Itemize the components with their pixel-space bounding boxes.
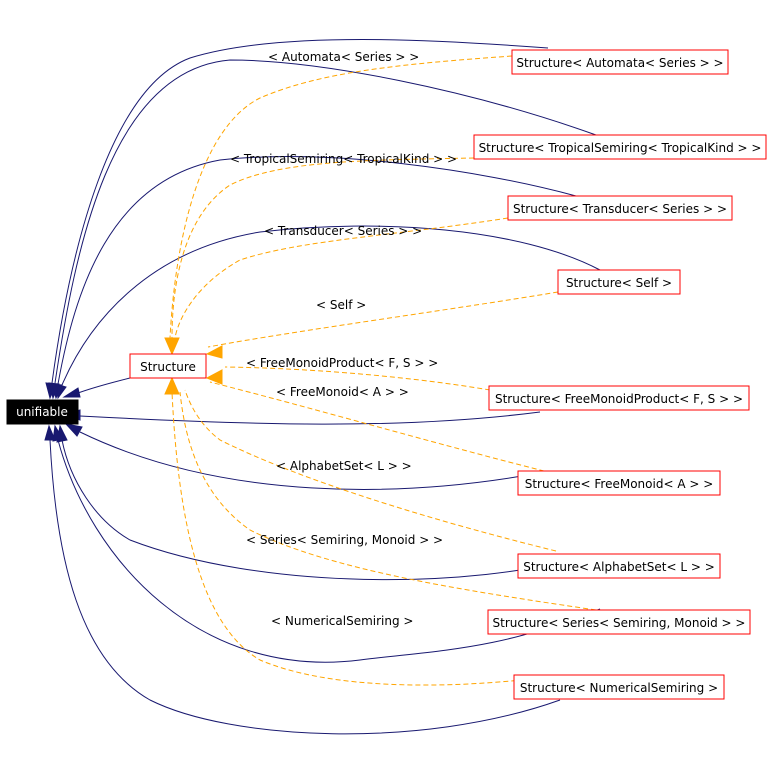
class-nodes: unifiable Structure Structure< Automata<… xyxy=(6,49,767,700)
edge-label-alphabetset: < AlphabetSet< L > > xyxy=(276,459,412,473)
node-label-alphabetset: Structure< AlphabetSet< L > > xyxy=(523,560,715,574)
arrowhead-numerical xyxy=(44,424,56,441)
node-label-transducer: Structure< Transducer< Series > > xyxy=(513,202,727,216)
node-label-structure: Structure xyxy=(140,360,196,374)
arrowhead-series xyxy=(52,424,64,442)
edge-numerical-to-unifiable xyxy=(49,439,561,735)
tedge-transducer xyxy=(174,217,509,339)
node-series[interactable]: Structure< Series< Semiring, Monoid > > xyxy=(487,609,751,635)
arrowhead-template-top xyxy=(164,337,180,356)
edge-self-to-unifiable xyxy=(61,225,601,386)
node-self[interactable]: Structure< Self > xyxy=(557,269,681,295)
node-tropical[interactable]: Structure< TropicalSemiring< TropicalKin… xyxy=(473,134,767,160)
edge-structure-to-unifiable xyxy=(77,377,131,394)
edge-labels: < Automata< Series > > < TropicalSemirin… xyxy=(230,50,457,628)
tedge-self xyxy=(207,291,559,348)
edge-label-freemonoid: < FreeMonoid< A > > xyxy=(276,385,409,399)
node-numerical[interactable]: Structure< NumericalSemiring > xyxy=(513,674,725,700)
edge-label-transducer: < Transducer< Series > > xyxy=(264,224,422,238)
node-freemonoidproduct[interactable]: Structure< FreeMonoidProduct< F, S > > xyxy=(488,385,750,411)
tedge-freemonoidproduct xyxy=(224,366,491,391)
edge-label-self: < Self > xyxy=(316,298,366,312)
tedge-series xyxy=(179,391,597,611)
node-structure[interactable]: Structure xyxy=(129,353,207,379)
node-unifiable[interactable]: unifiable xyxy=(6,399,79,425)
arrowhead-self xyxy=(55,383,67,400)
edge-label-series: < Series< Semiring, Monoid > > xyxy=(246,533,443,547)
edge-series-to-unifiable xyxy=(57,439,601,663)
node-label-unifiable: unifiable xyxy=(16,405,68,419)
edge-freemonoid-to-unifiable xyxy=(79,431,551,490)
arrowhead-template-bottom xyxy=(164,376,180,395)
tedge-alphabetset xyxy=(184,389,557,552)
edge-tropical-to-unifiable xyxy=(54,59,597,384)
arrowhead-template-right-upper xyxy=(205,345,223,359)
edge-label-freemonoidproduct: < FreeMonoidProduct< F, S > > xyxy=(246,356,438,370)
edge-label-automata: < Automata< Series > > xyxy=(268,50,419,64)
edge-label-tropical: < TropicalSemiring< TropicalKind > > xyxy=(230,152,457,166)
inheritance-edges xyxy=(44,39,601,735)
tedge-freemonoid xyxy=(209,381,553,474)
node-transducer[interactable]: Structure< Transducer< Series > > xyxy=(507,195,733,221)
edge-label-numerical: < NumericalSemiring > xyxy=(271,614,413,628)
tedge-automata xyxy=(169,55,513,339)
node-label-tropical: Structure< TropicalSemiring< TropicalKin… xyxy=(479,141,762,155)
node-label-freemonoidproduct: Structure< FreeMonoidProduct< F, S > > xyxy=(495,392,743,406)
template-instance-edges xyxy=(164,55,597,686)
node-label-self: Structure< Self > xyxy=(566,276,672,290)
node-freemonoid[interactable]: Structure< FreeMonoid< A > > xyxy=(517,470,721,496)
arrowhead-template-right-lower xyxy=(205,369,223,385)
edge-transducer-to-unifiable xyxy=(57,156,577,385)
node-alphabetset[interactable]: Structure< AlphabetSet< L > > xyxy=(517,553,721,579)
node-label-numerical: Structure< NumericalSemiring > xyxy=(520,681,718,695)
edge-automata-to-unifiable xyxy=(51,39,549,384)
node-automata[interactable]: Structure< Automata< Series > > xyxy=(511,49,729,75)
node-label-automata: Structure< Automata< Series > > xyxy=(516,56,723,70)
edge-freemonoidproduct-to-unifiable xyxy=(79,411,541,425)
node-label-freemonoid: Structure< FreeMonoid< A > > xyxy=(525,477,714,491)
tedge-numerical xyxy=(171,391,557,686)
arrowhead-structure xyxy=(62,387,81,398)
arrowhead-freemonoid xyxy=(64,423,83,437)
node-label-series: Structure< Series< Semiring, Monoid > > xyxy=(493,616,746,630)
edge-alphabetset-to-unifiable xyxy=(61,439,591,581)
